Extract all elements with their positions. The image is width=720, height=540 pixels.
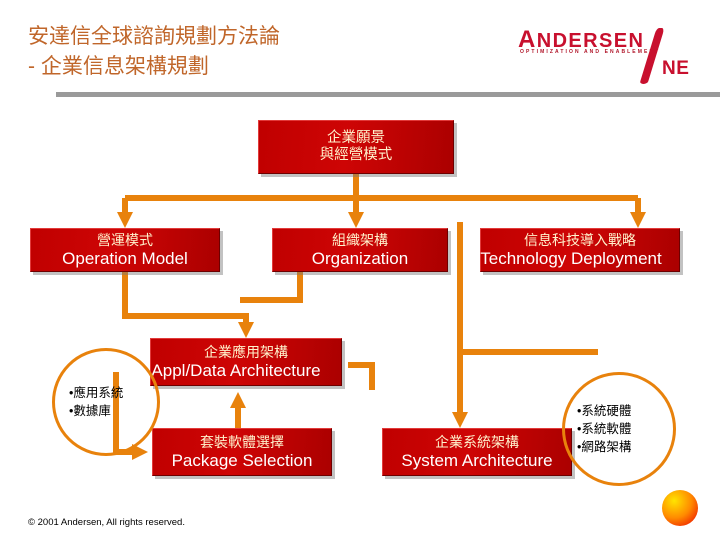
box-operation-model-label-en: Operation Model [62,248,188,268]
andersen-logo: ANDERSEN OPTIMIZATION AND ENABLEMENT NE [510,24,702,84]
box-technology-deployment-label-en: Technology Deployment [480,248,662,268]
logo-ne-text: NE [662,58,690,79]
arrow-operation [117,212,133,228]
box-organization-label-cn: 組織架構 [332,231,388,248]
callout-left-item-0: •應用系統 [69,386,124,400]
box-system-architecture[interactable]: 企業系統架構 System Architecture [382,428,572,476]
box-system-architecture-label-en: System Architecture [401,450,553,470]
box-package-selection[interactable]: 套裝軟體選擇 Package Selection [152,428,332,476]
arrow-appl-top [238,322,254,338]
wire-organization-stub [240,272,303,303]
callout-right-item-0: •系統硬體 [577,404,632,418]
callout-circle-infrastructure: •系統硬體 •系統軟體 •網路架構 [562,372,676,486]
box-technology-deployment[interactable]: 信息科技導入戰略 Technology Deployment [480,228,680,272]
header-divider [56,92,720,97]
logo-wordmark-rest: NDERSEN [536,30,645,52]
page-title: 安達信全球諮詢規劃方法論 - 企業信息架構規劃 [28,25,280,78]
wire-appl-right-stub [348,362,375,390]
arrow-system-top [452,412,468,428]
box-organization[interactable]: 組織架構 Organization [272,228,448,272]
callout-right-item-2: •網路架構 [577,440,632,454]
callout-left-item-1: •數據庫 [69,404,111,418]
wire-arrowheads [117,212,646,460]
arrow-system-left [132,444,148,460]
arrow-technology [630,212,646,228]
box-vision-label-cn2: 與經營模式 [319,147,393,163]
arrow-organization [348,212,364,228]
box-operation-model-label-cn: 營運模式 [97,231,153,248]
box-technology-deployment-label-cn: 信息科技導入戰略 [524,231,636,248]
logo-wordmark: ANDERSEN [518,26,644,54]
box-appl-data-architecture-label-en: Appl/Data Architecture [151,360,321,380]
box-package-selection-label-en: Package Selection [171,450,313,470]
logo-tagline: OPTIMIZATION AND ENABLEMENT [520,49,661,55]
decorative-sphere-icon [662,490,698,526]
logo-wordmark-initial: A [518,26,537,53]
box-organization-label-en: Organization [311,248,409,268]
box-appl-data-architecture[interactable]: 企業應用架構 Appl/Data Architecture [150,338,342,386]
box-vision-label-cn: 企業願景 [327,130,385,146]
box-vision[interactable]: 企業願景 與經營模式 [258,120,454,174]
arrow-appl-bottom [230,392,246,408]
copyright-notice: © 2001 Andersen, All rights reserved. [28,517,185,528]
box-appl-data-architecture-label-cn: 企業應用架構 [204,343,288,360]
box-operation-model[interactable]: 營運模式 Operation Model [30,228,220,272]
box-system-architecture-label-cn: 企業系統架構 [435,433,519,450]
callout-circle-application: •應用系統 •數據庫 [52,348,160,456]
box-package-selection-label-cn: 套裝軟體選擇 [200,433,284,450]
callout-right-item-1: •系統軟體 [577,422,632,436]
wire-operation-to-appl [122,272,249,326]
